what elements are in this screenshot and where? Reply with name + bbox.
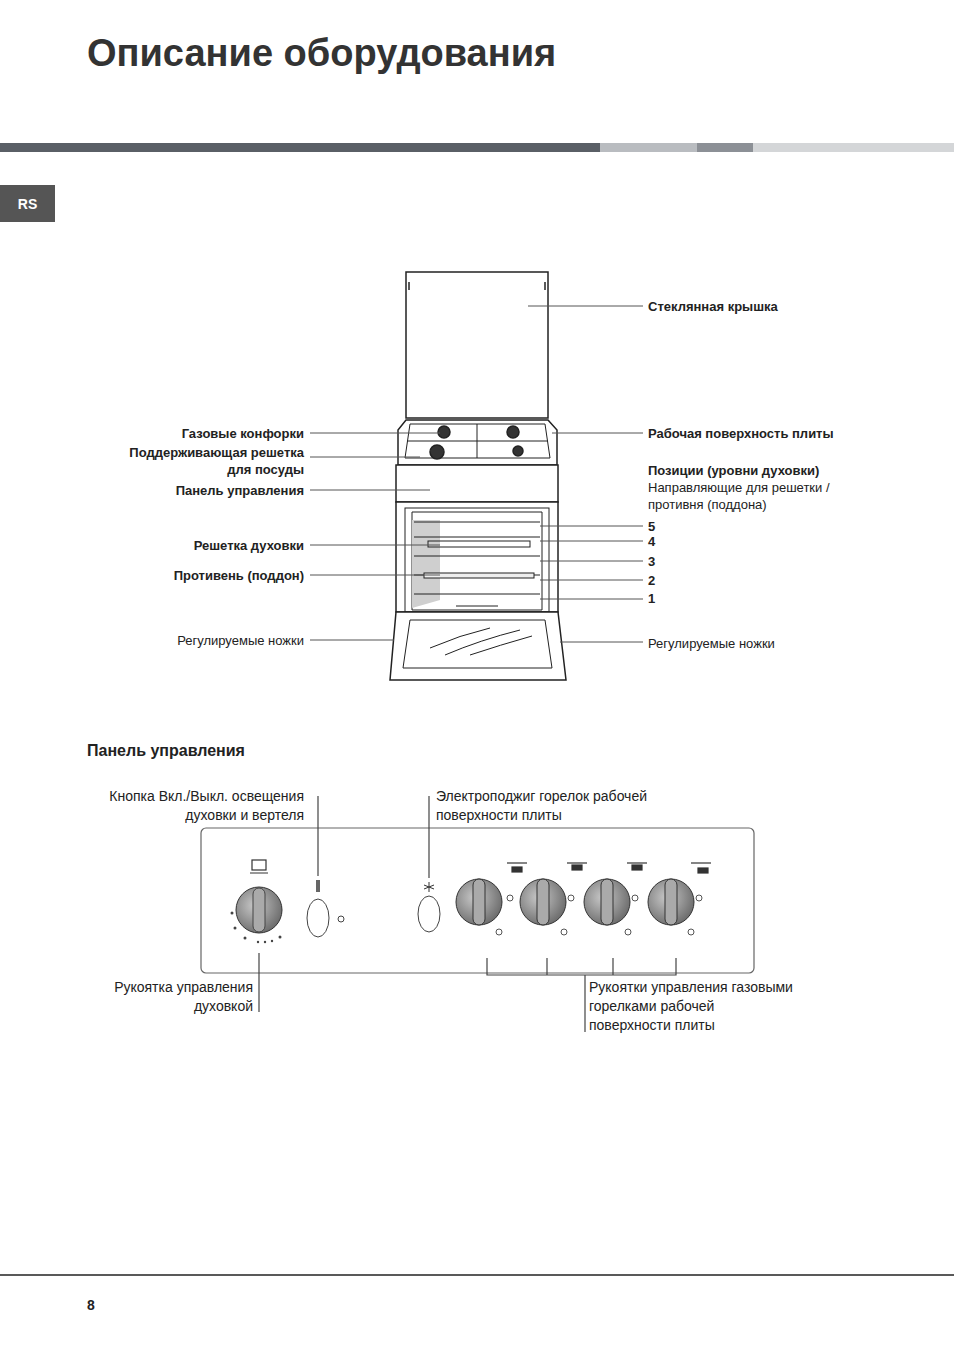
part-label: Противень (поддон) bbox=[174, 567, 304, 584]
part-label: Электроподжиг горелок рабочей поверхност… bbox=[436, 787, 651, 825]
callout-number: 3 bbox=[648, 553, 655, 570]
tab-text: RS bbox=[18, 196, 37, 212]
header-bar bbox=[697, 143, 753, 152]
part-label: Рабочая поверхность плиты bbox=[648, 425, 834, 442]
control-panel bbox=[201, 828, 754, 973]
part-label: Поддерживающая решетка для посуды bbox=[104, 444, 304, 478]
part-label: Регулируемые ножки bbox=[648, 635, 775, 652]
section-heading: Панель управления bbox=[87, 742, 245, 759]
part-label: Панель управления bbox=[176, 482, 304, 499]
language-tab: RS bbox=[0, 185, 55, 222]
page-number: 8 bbox=[87, 1297, 95, 1314]
leader-lines bbox=[310, 306, 643, 642]
panel-leaders bbox=[259, 796, 676, 1032]
part-label: Кнопка Вкл./Выкл. освещения духовки и ве… bbox=[79, 787, 304, 825]
part-label: Стеклянная крышка bbox=[648, 298, 778, 315]
callout-number: 2 bbox=[648, 572, 655, 589]
page-title: Описание оборудования bbox=[87, 32, 556, 75]
part-label: Позиции (уровни духовки) bbox=[648, 462, 819, 479]
header-bar bbox=[600, 143, 697, 152]
part-label: Решетка духовки bbox=[194, 537, 304, 554]
callout-number: 4 bbox=[648, 533, 655, 550]
part-label: Рукоятка управления духовкой bbox=[88, 978, 253, 1016]
callout-number: 5 bbox=[648, 518, 655, 535]
header-bar bbox=[0, 143, 600, 152]
part-note: Направляющие для решетки / противня (под… bbox=[648, 479, 866, 513]
part-label: Регулируемые ножки bbox=[177, 632, 304, 649]
footer-rule bbox=[0, 1274, 954, 1276]
header-bar bbox=[753, 143, 954, 152]
stove-drawing bbox=[390, 272, 566, 680]
part-label: Рукоятки управления газовыми горелками р… bbox=[589, 978, 799, 1035]
part-label: Газовые конфорки bbox=[182, 425, 304, 442]
callout-number: 1 bbox=[648, 590, 655, 607]
